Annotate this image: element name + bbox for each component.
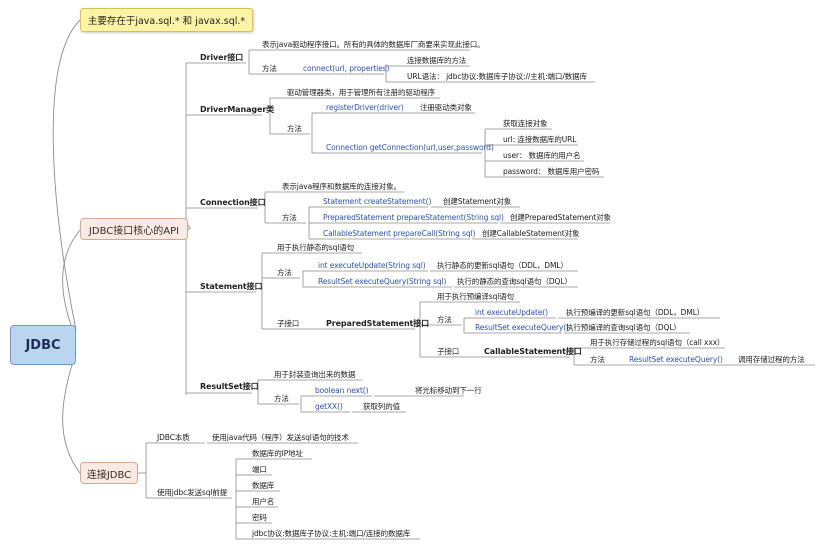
premise-item-database[interactable]: 数据库 (252, 481, 275, 490)
create-statement-method[interactable]: Statement createStatement() (323, 197, 432, 206)
jdbc-premise-label[interactable]: 使用jdbc发送sql前提 (157, 488, 228, 497)
next-method[interactable]: boolean next() (315, 386, 369, 395)
prepared-statement-title[interactable]: PreparedStatement接口 (326, 319, 430, 328)
prepared-execute-update-method[interactable]: int executeUpdate() (475, 308, 549, 317)
prepared-execute-update-desc[interactable]: 执行预编译的更新sql语句（DDL，DML） (566, 308, 705, 317)
register-driver-desc[interactable]: 注册驱动类对象 (420, 103, 472, 112)
premise-item-password[interactable]: 密码 (252, 513, 267, 522)
connect-branch-node[interactable]: 连接JDBC (80, 462, 138, 484)
statement-method-label[interactable]: 方法 (277, 268, 292, 277)
statement-title[interactable]: Statement接口 (200, 282, 263, 291)
prepare-statement-method[interactable]: PreparedStatement prepareStatement(Strin… (323, 213, 504, 222)
driver-connect-method[interactable]: connect(url, properties) (303, 64, 390, 73)
connector-curve (52, 19, 81, 331)
callable-method-label[interactable]: 方法 (590, 355, 605, 364)
driver-desc[interactable]: 表示java驱动程序接口。所有的具体的数据库厂商要来实现此接口。 (262, 40, 485, 49)
callable-execute-query-desc[interactable]: 调用存储过程的方法 (738, 355, 805, 364)
premise-item-jdbc-url[interactable]: jdbc协议:数据库子协议:主机:端口/连接的数据库 (252, 529, 411, 538)
callable-execute-query-method[interactable]: ResultSet executeQuery() (629, 355, 723, 364)
connector-curve (62, 229, 81, 339)
driver-method-desc[interactable]: 连接数据库的方法 (407, 56, 467, 65)
premise-item-port[interactable]: 端口 (252, 465, 267, 474)
jdbc-essence[interactable]: 使用java代码（程序）发送sql语句的技术 (212, 433, 349, 442)
execute-update-desc[interactable]: 执行静态的更新sql语句（DDL，DML） (437, 261, 568, 270)
execute-query-desc[interactable]: 执行的静态的查询sql语句（DQL） (457, 277, 572, 286)
callable-statement-desc[interactable]: 用于执行存储过程的sql语句（call xxx） (590, 338, 725, 347)
driver-manager-desc[interactable]: 驱动管理器类，用于管理所有注册的驱动程序 (287, 88, 435, 97)
url-param-desc[interactable]: url: 连接数据库的URL (503, 135, 577, 144)
premise-item-ip[interactable]: 数据库的IP地址 (252, 449, 303, 458)
prepare-call-method[interactable]: CallableStatement prepareCall(String sql… (323, 229, 476, 238)
prepared-execute-query-desc[interactable]: 执行预编译的查询sql语句（DQL） (566, 323, 681, 332)
connection-title[interactable]: Connection接口 (200, 198, 266, 207)
driver-manager-method-label[interactable]: 方法 (287, 124, 302, 133)
driver-url-syntax[interactable]: URL语法： jdbc协议:数据库子协议://主机:端口/数据库 (407, 72, 587, 81)
connection-method-label[interactable]: 方法 (282, 213, 297, 222)
callable-statement-title[interactable]: CallableStatement接口 (484, 347, 582, 356)
driver-method-label[interactable]: 方法 (262, 64, 277, 73)
resultset-method-label[interactable]: 方法 (274, 394, 289, 403)
getxx-desc[interactable]: 获取列的值 (363, 402, 400, 411)
prepare-call-desc[interactable]: 创建CallableStatement对象 (482, 229, 580, 238)
user-param-desc[interactable]: user： 数据库的用户名 (503, 151, 581, 160)
execute-query-method[interactable]: ResultSet executeQuery(String sql) (318, 277, 447, 286)
api-branch-node[interactable]: JDBC接口核心的API (80, 218, 188, 240)
prepared-statement-desc[interactable]: 用于执行预编译sql语句 (437, 292, 515, 301)
package-callout[interactable]: 主要存在于java.sql.* 和 javax.sql.* (80, 8, 253, 32)
register-driver-method[interactable]: registerDriver(driver) (326, 103, 404, 112)
password-param-desc[interactable]: password： 数据库用户密码 (503, 167, 600, 176)
next-desc[interactable]: 将光标移动到下一行 (415, 386, 482, 395)
driver-manager-title[interactable]: DriverManager类 (200, 105, 275, 114)
statement-sub-label[interactable]: 子接口 (277, 319, 300, 328)
get-connection-method[interactable]: Connection getConnection(url,user,passwo… (326, 143, 494, 152)
execute-update-method[interactable]: int executeUpdate(String sql) (318, 261, 426, 270)
getxx-method[interactable]: getXX() (315, 402, 343, 411)
prepared-execute-query-method[interactable]: ResultSet executeQuery() (475, 323, 569, 332)
statement-desc[interactable]: 用于执行静态的sql语句 (277, 243, 355, 252)
resultset-title[interactable]: ResultSet接口 (200, 382, 259, 391)
prepared-method-label[interactable]: 方法 (437, 315, 452, 324)
get-connection-desc[interactable]: 获取连接对象 (503, 119, 548, 128)
connector-curve (62, 351, 81, 474)
connection-desc[interactable]: 表示java程序和数据库的连接对象。 (282, 182, 401, 191)
jdbc-essence-label[interactable]: JDBC本质 (157, 433, 190, 442)
create-statement-desc[interactable]: 创建Statement对象 (443, 197, 512, 206)
root-node[interactable]: JDBC (10, 325, 76, 365)
premise-item-username[interactable]: 用户名 (252, 497, 275, 506)
prepared-sub-label[interactable]: 子接口 (437, 347, 460, 356)
prepare-statement-desc[interactable]: 创建PreparedStatement对象 (510, 213, 611, 222)
driver-title[interactable]: Driver接口 (200, 53, 244, 62)
resultset-desc[interactable]: 用于封装查询出来的数据 (274, 370, 356, 379)
